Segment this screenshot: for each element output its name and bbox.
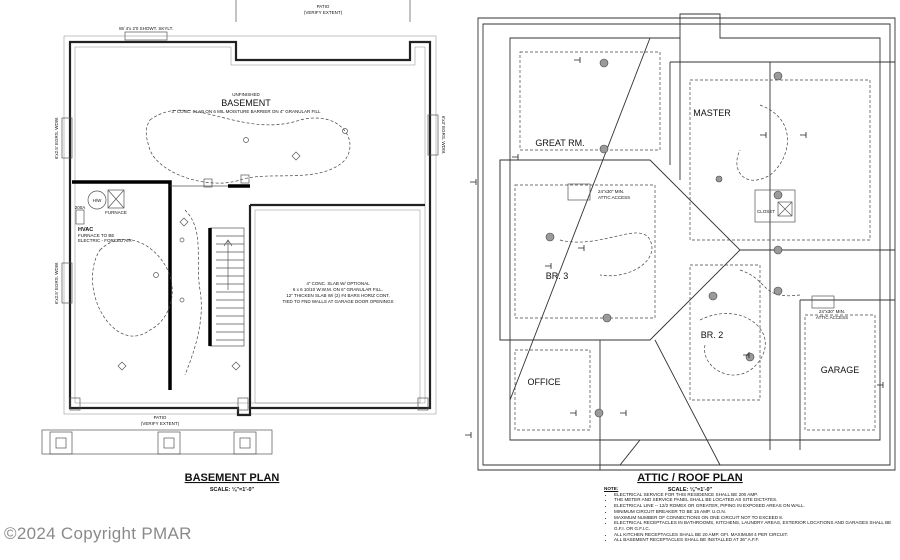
closet-box (754, 189, 796, 223)
skylight-label: W/ 4'x 2'0 SHOWT. SKYLT. (119, 26, 173, 31)
right-egress-label: 6'x3' EGRS. WDW. (441, 116, 446, 154)
electric-panel (75, 209, 85, 225)
attic-access-1-size: 24"x30" MIN. (598, 189, 624, 194)
lower-ridges (599, 299, 895, 470)
attic-switches (465, 57, 884, 438)
copyright-watermark: ©2024 Copyright PMAR (4, 524, 192, 543)
left-egress-2-label: 6'x2.5' EGRS. WDW. (54, 262, 59, 304)
garage-framing (804, 314, 876, 431)
right-egress-window (427, 114, 439, 156)
note-item: ELECTRICAL SERVICE FOR THIS RESIDENCE SH… (614, 492, 896, 498)
hvac-title: HVAC (78, 227, 93, 233)
office-label: OFFICE (528, 377, 561, 387)
attic-access-2 (811, 295, 835, 309)
garage-note-3: 12" THICKEN SLAB W/ (2) #4 BARS HORIZ CO… (286, 293, 390, 298)
basement-plan: PATIO (VERIFY EXTENT) W/ 4'x 2'0 SHOWT. … (41, 0, 446, 493)
slab-note: 3" CONC. SLAB ON 6 MIL MOISTURE BARRIER … (171, 109, 321, 114)
basement-scale: SCALE: ⅛"=1'-0" (210, 487, 255, 493)
furnace-label: FURNACE (105, 210, 127, 215)
water-heater (87, 190, 107, 210)
office-framing (514, 349, 591, 431)
master-wiring (736, 104, 788, 181)
master-ridge (669, 61, 895, 450)
garage-note-4: TIED TO FND WALLS AT GARAGE DOOR OPENING… (282, 299, 393, 304)
note-item: ELECTRICAL RECEPTACLES IN BATHROOMS, KIT… (614, 520, 896, 531)
br2-wiring (699, 313, 766, 376)
garage-note-1: 4" CONC. SLAB W/ OPTIONAL (306, 281, 370, 286)
master-label: MASTER (693, 108, 731, 118)
attic-roof-plan: 24"x30" MIN. ATTIC ACCESS 24"x30" MIN. A… (465, 13, 896, 493)
notes-list: ELECTRICAL SERVICE FOR THIS RESIDENCE SH… (604, 492, 896, 543)
upper-wall-outline (509, 13, 881, 441)
note-item: THE METER AND SERVICE PANEL SHALL BE LOC… (614, 497, 896, 503)
furnace-unit (107, 189, 125, 209)
basement-wiring-loop (145, 109, 351, 184)
stair-wiring (184, 209, 202, 376)
garage-note-2: 6 x 6 10/10 W.W.M. ON 6" GRANULAR FILL. (293, 287, 383, 292)
top-patio-label: PATIO (317, 4, 330, 9)
great-room-label: GREAT RM. (535, 138, 584, 148)
master-framing (689, 79, 871, 241)
br3-label: BR. 3 (546, 271, 569, 281)
hvac-wiring-loop (92, 239, 173, 337)
br3-gable (499, 159, 741, 341)
closet-label: CLOSET (757, 209, 775, 214)
br3-wiring (559, 232, 653, 277)
attic-title: ATTIC / ROOF PLAN (637, 472, 743, 484)
basement-fixtures (117, 128, 348, 371)
br2-label: BR. 2 (701, 330, 724, 340)
note-item: ALL KITCHEN RECEPTACLES SHALL BE 20 AMP.… (614, 532, 896, 538)
furnace-cross (107, 189, 125, 209)
basement-title: BASEMENT PLAN (185, 472, 280, 484)
roof-overhang-line (482, 23, 891, 466)
attic-access-1 (567, 183, 591, 201)
water-heater-label: H/W (93, 198, 103, 203)
left-egress-window-1 (61, 117, 73, 159)
attic-access-1-label: ATTIC ACCESS (598, 195, 630, 200)
hip-lines (509, 37, 681, 401)
great-room-framing (519, 51, 661, 151)
unfinished-label: UNFINISHED (232, 92, 260, 97)
note-item: MINIMUM CIRCUIT BREAKER TO BE 15 AMP. U.… (614, 509, 896, 515)
top-patio-outline (235, 0, 411, 22)
attic-access-2-size: 24"x30" MIN. (819, 309, 845, 314)
note-item: MAXIMUM NUMBER OF CONNECTIONS ON ONE CIR… (614, 515, 896, 521)
panel-label: 200A (75, 205, 86, 210)
closet-fixture (777, 201, 793, 217)
bottom-patio-extent: (VERIFY EXTENT) (141, 421, 180, 426)
attic-fixtures (545, 58, 783, 418)
br3-framing (514, 184, 656, 319)
notes-heading: NOTE: (604, 486, 619, 491)
hvac-room-wall (72, 180, 172, 390)
attic-access-2-label: ATTIC ACCESS (816, 315, 848, 320)
basement-room-label: BASEMENT (221, 98, 271, 108)
br2-framing (689, 264, 761, 401)
hall-wiring (739, 269, 801, 297)
hvac-note-2: ELECTRIC - FORCED AIR (78, 238, 133, 243)
note-item: ELECTRICAL LINE -- 12/2 ROMEX OR GREATER… (614, 503, 896, 509)
electrical-notes: NOTE: ELECTRICAL SERVICE FOR THIS RESIDE… (604, 486, 896, 543)
garage-slab-outline (254, 209, 421, 404)
basement-inner-wall (74, 46, 426, 404)
garage-label: GARAGE (821, 365, 860, 375)
garage-partition-wall (248, 203, 425, 408)
lower-edge (510, 439, 641, 466)
basement-stairs (208, 227, 245, 347)
note-item: ALL BASEMENT RECEPTACLES SHALL BE INSTAL… (614, 537, 896, 543)
left-egress-1-label: 6'x2.5' EGRS. WDW. (54, 117, 59, 159)
left-egress-window-2 (61, 262, 73, 304)
patio-piers (49, 397, 429, 455)
attic-scale: SCALE: ⅛"=1'-0" (668, 487, 713, 493)
hvac-note-1: FURNACE TO BE (78, 233, 114, 238)
bottom-patio-label: PATIO (154, 415, 167, 420)
top-patio-extent: (VERIFY EXTENT) (304, 10, 343, 15)
roof-extent (477, 17, 896, 471)
bottom-patio (41, 429, 273, 455)
